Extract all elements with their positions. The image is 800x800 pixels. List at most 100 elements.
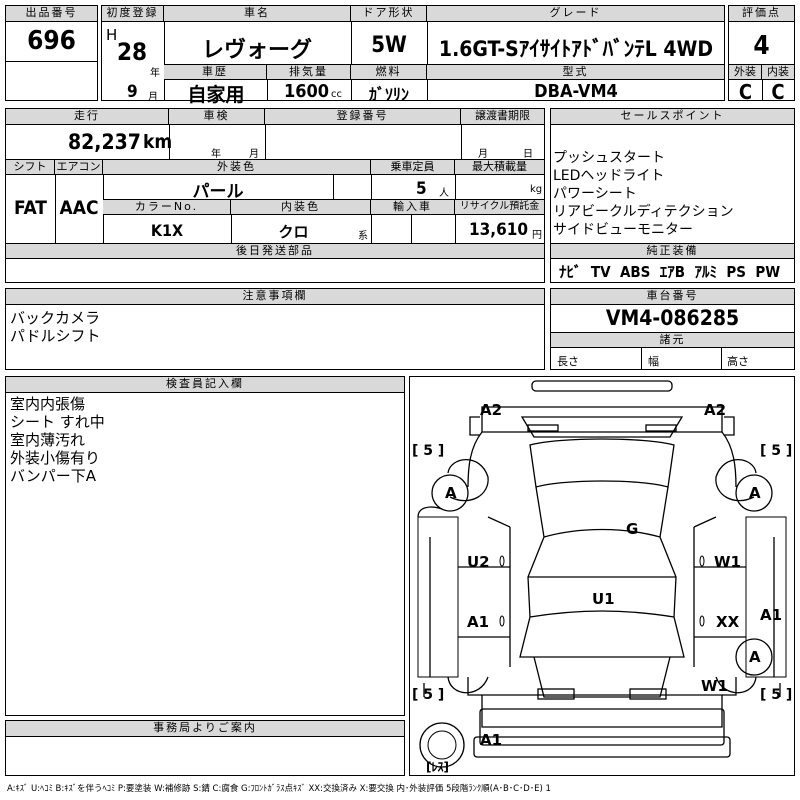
equipment-item: ABS [619,263,651,281]
capacity: 5 [416,179,427,199]
car-diagram: A2 A2 A A G U2 W1 U1 A1 XX A1 A W1 A1 [ … [412,380,792,774]
office-box: 事務局よりご案内 [5,720,405,776]
deferred-label: 後日発送部品 [6,243,544,259]
height-label: 高さ [727,355,749,368]
displacement-label: 排気量 [267,64,351,80]
chassis-box: 車台番号 VM4-086285 諸元 長さ 幅 高さ [550,288,795,370]
damage-mark: A1 [480,731,502,749]
inspector-list: 室内内張傷 シート すれ中 室内薄汚れ 外装小傷有り バンパー下A [10,395,105,485]
year-unit: 年 [150,68,160,79]
equipment-item: PS [726,263,746,281]
sales-point-item: サイドビューモニター [553,222,693,238]
damage-mark: A2 [480,401,502,419]
sales-point-item: LEDヘッドライト [553,168,665,184]
notes-list: バックカメラ パドルシフト [10,309,100,345]
displacement-unit: cc [331,89,342,100]
inspector-box: 検査員記入欄 室内内張傷 シート すれ中 室内薄汚れ 外装小傷有り バンパー下A [5,376,405,716]
sales-point-item: リアビークルディテクション [553,204,734,220]
inspector-item: バンパー下A [10,467,97,485]
inspector-item: シート すれ中 [10,413,105,431]
door-type: 5W [371,33,407,58]
score: 4 [753,31,770,61]
damage-mark: W1 [701,677,728,695]
damage-mark: A1 [467,613,489,631]
car-diagram-box: A2 A2 A A G U2 W1 U1 A1 XX A1 A W1 A1 [ … [409,376,795,776]
load-label: 最大積載量 [455,159,544,175]
score-label: 評価点 [729,6,794,22]
sales-point-box: セールスポイント プッシュスタート LEDヘッドライト パワーシート リアビーク… [550,108,795,283]
sales-point-list: プッシュスタート LEDヘッドライト パワーシート リアビークルディテクション … [553,149,734,239]
damage-mark: U2 [467,553,490,571]
equipment-item: TV [590,263,611,281]
model-label: 型式 [427,64,724,80]
transfer-month-unit: 月 [478,149,488,160]
fuel-label: 燃料 [351,64,427,80]
chassis-label: 車台番号 [551,289,794,305]
transfer-label: 譲渡書期限 [461,109,544,125]
ac: AAC [59,197,99,219]
history-label: 車歴 [164,64,267,80]
ext-color-label: 外装色 [103,159,371,175]
reg-no-label: 登録番号 [265,109,461,125]
color-no-label: カラーNo. [103,199,231,215]
int-color: クロ [278,223,309,241]
width-label: 幅 [648,355,659,368]
damage-mark: A [749,648,761,666]
dims-label: 諸元 [551,332,794,348]
sales-point-item: パワーシート [553,186,637,202]
equipment-item: ｱﾙﾐ [694,263,717,281]
vehicle-info-box: 初度登録 車名 ドア形状 グレード H 28 年 レヴォーグ 5W 1.6GT-… [101,5,725,106]
damage-mark: A [445,484,457,502]
car-name-label: 車名 [164,6,351,22]
load-unit: kg [530,184,543,195]
note-item: パドルシフト [10,327,101,345]
transfer-day-unit: 日 [523,149,533,160]
damage-mark: XX [716,613,740,631]
first-reg-label: 初度登録 [102,6,164,22]
chassis-number: VM4-086285 [605,306,740,330]
equipment-list: ﾅﾋﾞ TV ABS ｴｱB ｱﾙﾐ PS PW [559,261,780,282]
mileage-unit: km [143,131,173,153]
lot-number-box: 出品番号 696 [5,5,98,101]
grade: 1.6GT-SｱｲｻｲﾄｱﾄﾞﾊﾞﾝﾃL 4WD [438,37,714,61]
spec-box: 走行 車検 登録番号 譲渡書期限 82,237 km 年 月 月 日 シフト エ… [5,108,545,283]
insp-month-unit: 月 [249,149,259,160]
equipment-item: ｴｱB [659,263,686,281]
recycle: 13,610 [469,220,529,240]
month-unit: 月 [148,92,158,103]
lot-number: 696 [27,26,76,56]
tire-grade: [ 5 ] [760,443,792,459]
insp-year-unit: 年 [211,149,221,160]
ac-label: エアコン [55,159,103,175]
lot-number-label: 出品番号 [6,6,97,22]
history: 自家用 [187,84,245,106]
inspector-item: 外装小傷有り [10,449,101,467]
first-reg-month: 9 [127,82,138,102]
tire-grade: [ 5 ] [760,687,792,703]
note-item: バックカメラ [10,309,101,327]
exterior-label: 外装 [729,64,762,80]
sales-point-item: プッシュスタート [553,150,665,166]
damage-mark: W1 [714,553,741,571]
color-no: K1X [150,221,184,240]
damage-mark: A2 [704,401,726,419]
import-label: 輸入車 [371,199,455,215]
notes-label: 注意事項欄 [6,289,544,305]
legend: A:ｷｽﾞ U:ﾍｺﾐ B:ｷｽﾞを伴うﾍｺﾐ P:要塗装 W:補修跡 S:錆 … [7,784,551,794]
inspector-item: 室内薄汚れ [10,431,86,449]
shift-label: シフト [6,159,55,175]
tire-grade: [ 5 ] [412,443,444,459]
grade-label: グレード [427,6,724,22]
mileage-label: 走行 [6,109,169,125]
office-label: 事務局よりご案内 [6,721,404,737]
damage-mark: G [626,520,638,538]
int-color-label: 内装色 [231,199,371,215]
sales-point-label: セールスポイント [551,109,794,125]
equipment-item: ﾅﾋﾞ [559,263,582,281]
length-label: 長さ [557,355,579,368]
spare-tire-label: [ﾚｽ] [426,760,449,774]
interior-label: 内装 [762,64,794,80]
recycle-unit: 円 [532,230,542,241]
shift: FAT [14,197,47,219]
int-color-unit: 系 [358,231,368,242]
